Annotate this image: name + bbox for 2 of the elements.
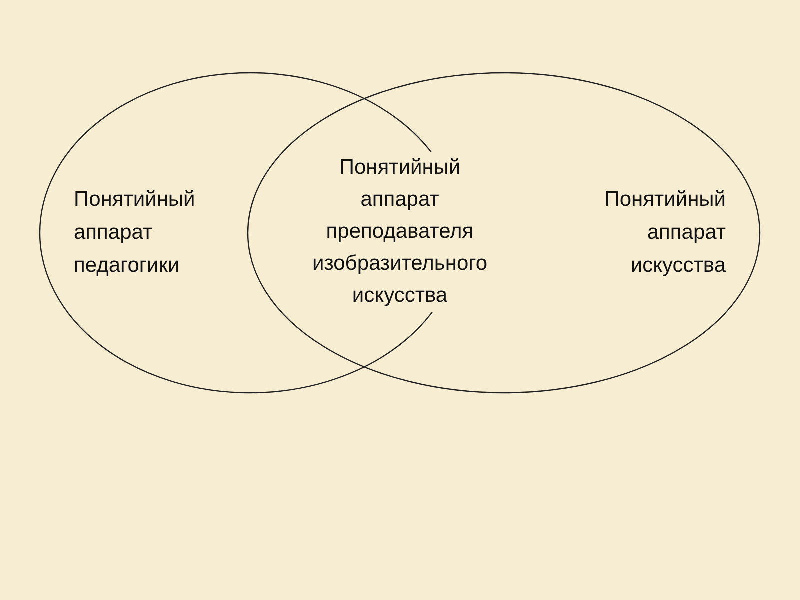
set-label: Понятийный аппарат искусства (604, 187, 726, 279)
set-label: Понятийный аппарат педагогики (74, 187, 196, 279)
